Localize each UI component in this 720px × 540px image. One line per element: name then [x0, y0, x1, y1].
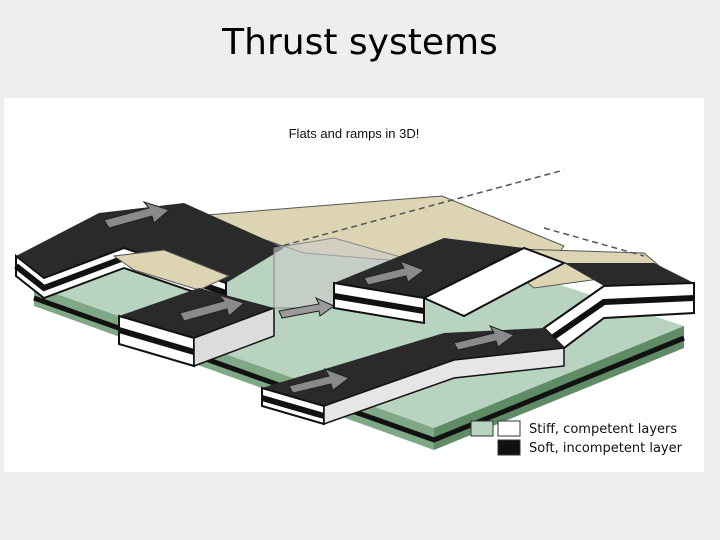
figure-caption: Flats and ramps in 3D!: [4, 126, 704, 141]
figure-panel: Stiff, competent layers Soft, incompeten…: [4, 98, 704, 472]
legend-swatch-stiff-green: [471, 421, 493, 436]
thrust-block-diagram: Stiff, competent layers Soft, incompeten…: [4, 98, 704, 472]
legend-label-soft: Soft, incompetent layer: [529, 441, 683, 456]
legend-swatch-soft: [498, 440, 520, 455]
slide-title: Thrust systems: [0, 22, 720, 63]
legend-label-stiff: Stiff, competent layers: [529, 422, 677, 437]
legend-swatch-stiff-white: [498, 421, 520, 436]
